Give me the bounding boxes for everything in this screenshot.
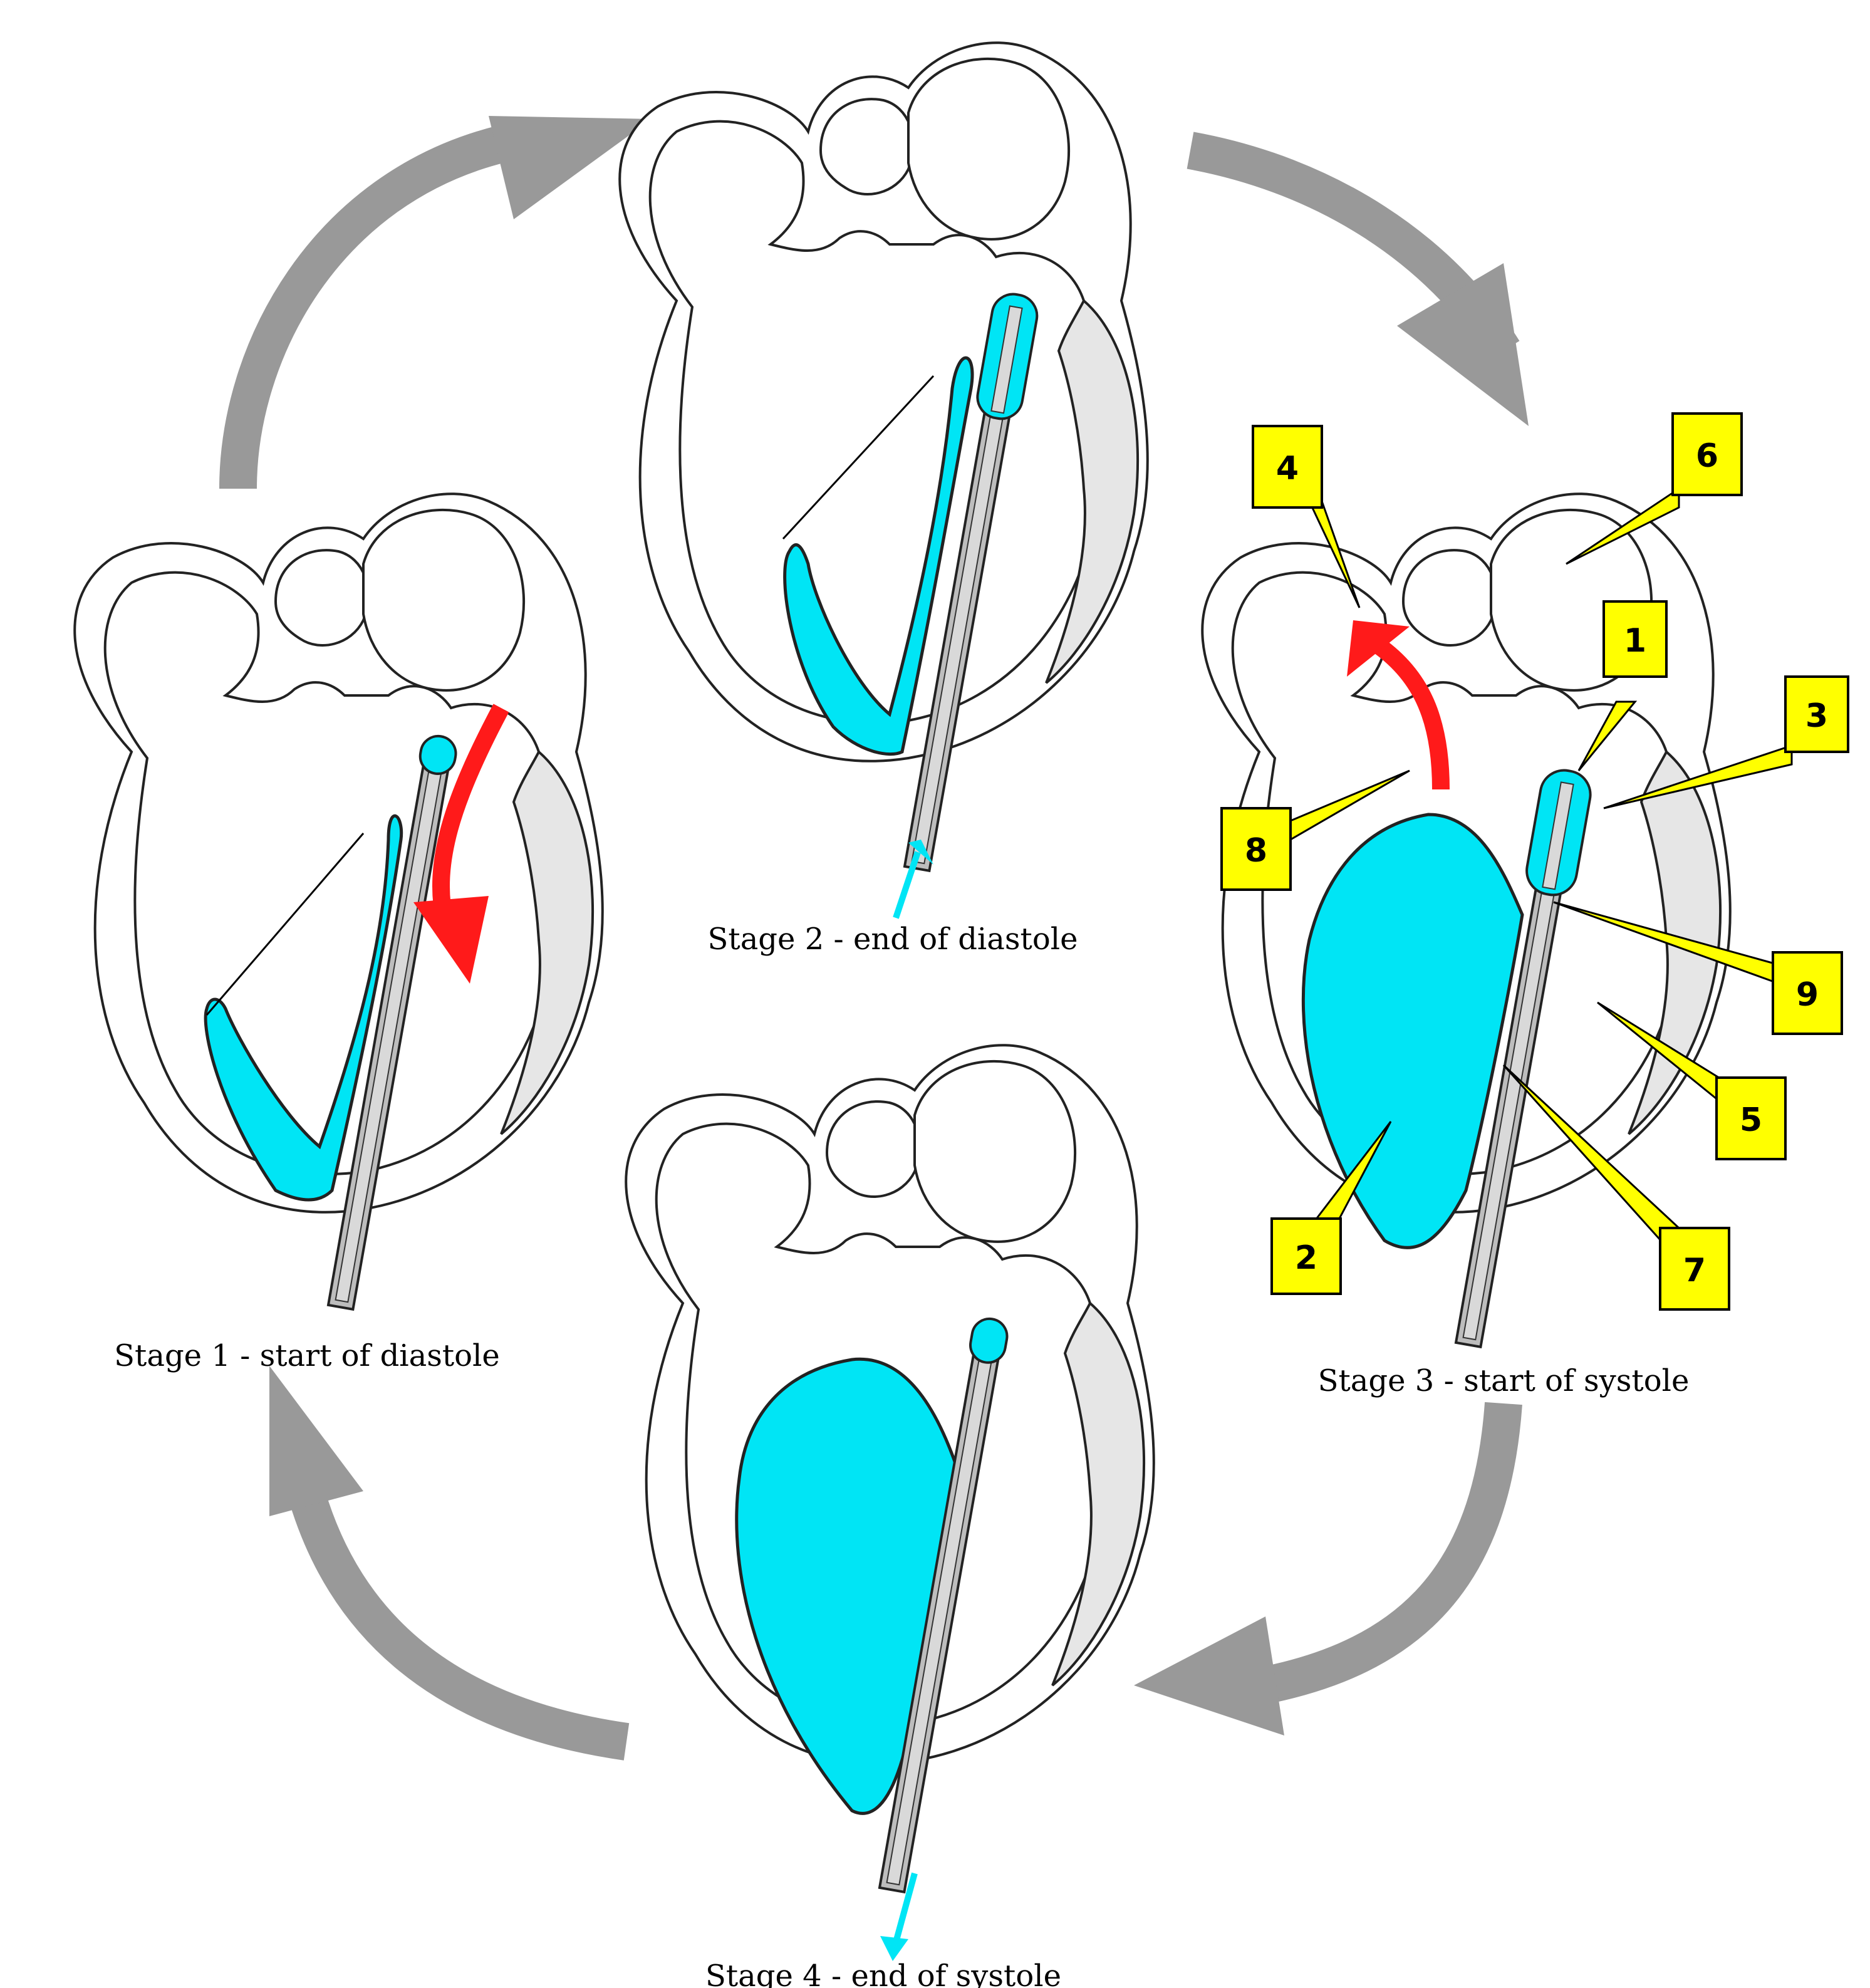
svg-text:9: 9 — [1796, 976, 1819, 1014]
curved-arrow-icon — [1373, 638, 1450, 790]
svg-text:3: 3 — [1805, 697, 1828, 735]
stage2-heart — [618, 41, 1149, 872]
stage2-caption: Stage 2 - end of diastole — [708, 922, 1078, 957]
stage1-blood — [204, 814, 403, 1202]
cycle-arrow-3-to-4 — [1134, 1402, 1522, 1736]
cycle-arrow-4-to-1 — [269, 1366, 630, 1761]
svg-text:2: 2 — [1295, 1239, 1317, 1277]
stage1-heart — [73, 492, 604, 1311]
svg-text:6: 6 — [1696, 437, 1718, 475]
svg-text:5: 5 — [1740, 1101, 1762, 1139]
callout-7: 7 — [1502, 1064, 1730, 1311]
straight-arrow-icon — [893, 851, 921, 919]
stage2-catheter-motion — [893, 840, 933, 919]
cycle-arrow-2-to-3 — [1187, 132, 1529, 426]
stage2-blood — [783, 356, 974, 756]
stage4-heart — [625, 1044, 1155, 1893]
callout-6: 6 — [1566, 412, 1743, 565]
svg-text:4: 4 — [1276, 450, 1299, 487]
svg-text:7: 7 — [1683, 1252, 1706, 1289]
straight-arrow-icon — [893, 1872, 918, 1944]
stage3-blood — [1301, 813, 1524, 1249]
callout-8: 8 — [1220, 769, 1410, 891]
callout-3: 3 — [1603, 675, 1849, 809]
arrow-head — [269, 1366, 363, 1516]
arrow-head — [1347, 620, 1410, 677]
callout-9: 9 — [1553, 901, 1843, 1035]
curved-arrow-icon — [1225, 1402, 1522, 1710]
callout-5: 5 — [1597, 1001, 1787, 1160]
stage4-catheter-motion — [880, 1872, 918, 1961]
cycle-arrow-1-to-2 — [219, 116, 652, 489]
arrow-head — [489, 116, 652, 219]
callout-2: 2 — [1270, 1121, 1392, 1295]
stage1-caption: Stage 1 - start of diastole — [114, 1338, 500, 1373]
callout-1: 1 — [1577, 600, 1668, 771]
arrow-head — [1134, 1616, 1284, 1736]
svg-text:8: 8 — [1245, 832, 1267, 870]
curved-arrow-icon — [432, 704, 509, 924]
stage4-caption: Stage 4 - end of systole — [705, 1959, 1061, 1988]
svg-text:1: 1 — [1624, 622, 1646, 660]
stage3-flow-arrow — [1347, 620, 1450, 790]
stage3-heart — [1201, 492, 1732, 1348]
arrow-head — [1397, 263, 1529, 426]
curved-arrow-icon — [276, 1438, 630, 1761]
stage1-flow-arrow — [413, 704, 509, 984]
arrow-head — [413, 896, 489, 984]
stage3-caption: Stage 3 - start of systole — [1318, 1363, 1690, 1398]
callout-4: 4 — [1252, 425, 1361, 608]
curved-arrow-icon — [219, 125, 506, 489]
